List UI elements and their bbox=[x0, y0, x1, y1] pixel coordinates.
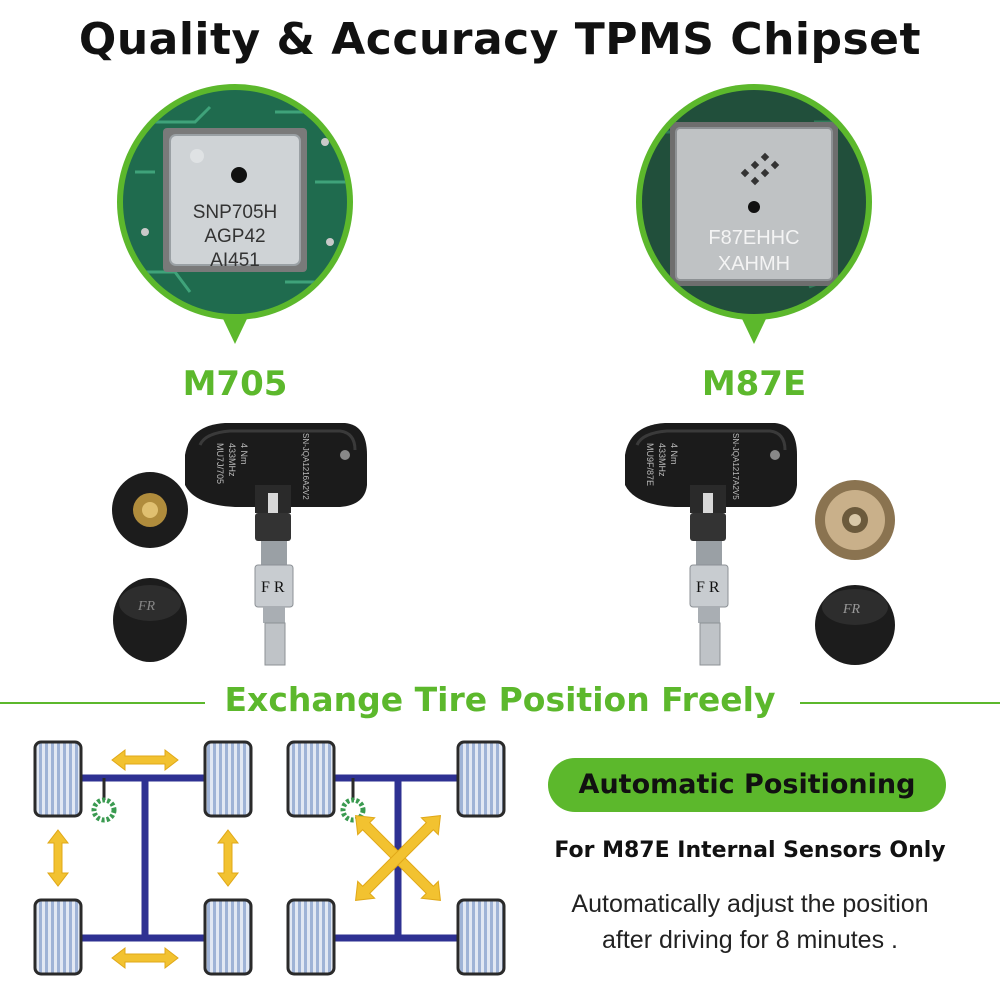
svg-text:F R: F R bbox=[696, 579, 720, 596]
chip-circle-icon: F87EHHC XAHMH bbox=[636, 84, 872, 344]
cap-text: FR bbox=[137, 599, 156, 614]
sensor-body-text: 4 Nm bbox=[239, 443, 249, 465]
sensor-body-text: MU7J/705 bbox=[215, 443, 225, 484]
model-label-m87e: M87E bbox=[701, 364, 807, 404]
section-title: Exchange Tire Position Freely bbox=[224, 680, 776, 719]
automatic-positioning-badge: Automatic Positioning bbox=[548, 758, 946, 812]
sensor-body-text: 4 Nm bbox=[669, 443, 679, 465]
page-title: Quality & Accuracy TPMS Chipset bbox=[78, 14, 922, 65]
cap-text: FR bbox=[842, 602, 861, 617]
positioning-description: Automatically adjust the position after … bbox=[520, 886, 980, 958]
sensor-body-text: 433MHz bbox=[227, 443, 237, 477]
chip-marking: AI451 bbox=[210, 250, 260, 271]
divider-right bbox=[800, 702, 1000, 704]
sensor-side-text: SN-JQA1216A2V2 bbox=[301, 433, 310, 500]
divider-left bbox=[0, 702, 205, 704]
svg-text:F R: F R bbox=[261, 579, 285, 596]
sensor-side-text: SN-JQA1217A2V5 bbox=[731, 433, 740, 500]
chip-circle-icon: SNP705H AGP42 AI451 bbox=[117, 84, 353, 344]
swap-arrow-icon bbox=[46, 748, 240, 970]
swap-arrow-icon bbox=[355, 815, 441, 901]
chip-marking: XAHMH bbox=[718, 253, 790, 275]
sensor-note: For M87E Internal Sensors Only bbox=[554, 838, 946, 863]
tpms-sensor-icon: MU9F/87E 433MHz 4 Nm SN-JQA1217A2V5 F R … bbox=[625, 423, 895, 666]
chip-marking: AGP42 bbox=[204, 226, 265, 247]
tpms-sensor-icon: MU7J/705 433MHz 4 Nm SN-JQA1216A2V2 F R … bbox=[112, 423, 367, 666]
sensor-body-text: MU9F/87E bbox=[645, 443, 655, 486]
wheel-layout-icon bbox=[33, 740, 253, 976]
description-line: after driving for 8 minutes . bbox=[602, 926, 898, 954]
wheel-layout-icon bbox=[286, 740, 506, 976]
chip-marking: F87EHHC bbox=[708, 227, 799, 249]
chip-marking: SNP705H bbox=[193, 202, 278, 223]
description-line: Automatically adjust the position bbox=[571, 890, 929, 918]
model-label-m705: M705 bbox=[182, 364, 288, 404]
sensor-body-text: 433MHz bbox=[657, 443, 667, 477]
